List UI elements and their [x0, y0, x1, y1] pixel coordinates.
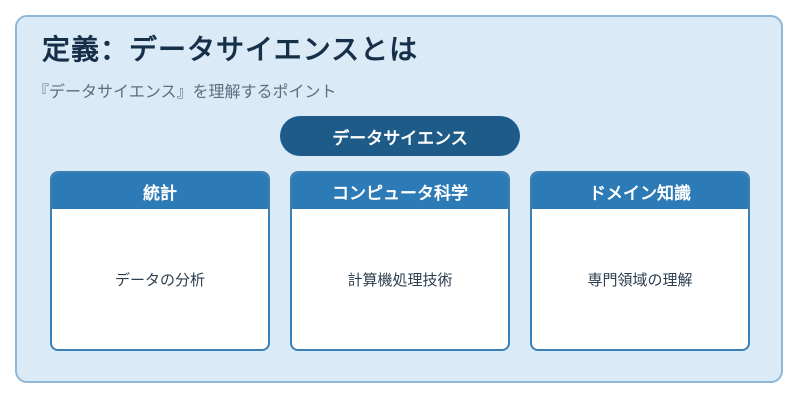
pillar-heading: ドメイン知識 [589, 183, 691, 204]
pillar-box-domain-knowledge: ドメイン知識 専門領域の理解 [530, 171, 750, 351]
pillar-header: コンピュータ科学 [292, 173, 508, 209]
pillar-body: データの分析 [52, 209, 268, 349]
center-concept-pill: データサイエンス [280, 116, 520, 156]
page-title: 定義：データサイエンスとは [42, 33, 419, 66]
pillar-header: ドメイン知識 [532, 173, 748, 209]
pillar-description: 計算機処理技術 [347, 270, 453, 289]
center-concept-label: データサイエンス [332, 128, 468, 149]
pillar-body: 専門領域の理解 [532, 209, 748, 349]
pillar-heading: コンピュータ科学 [332, 183, 468, 204]
pillar-box-computer-science: コンピュータ科学 計算機処理技術 [290, 171, 510, 351]
pillar-description: データの分析 [114, 270, 205, 289]
page-subtitle: 『データサイエンス』を理解するポイント [33, 82, 337, 101]
pillar-box-statistics: 統計 データの分析 [50, 171, 270, 351]
pillar-description: 専門領域の理解 [587, 270, 693, 289]
pillar-heading: 統計 [143, 183, 177, 204]
pillar-header: 統計 [52, 173, 268, 209]
pillar-body: 計算機処理技術 [292, 209, 508, 349]
